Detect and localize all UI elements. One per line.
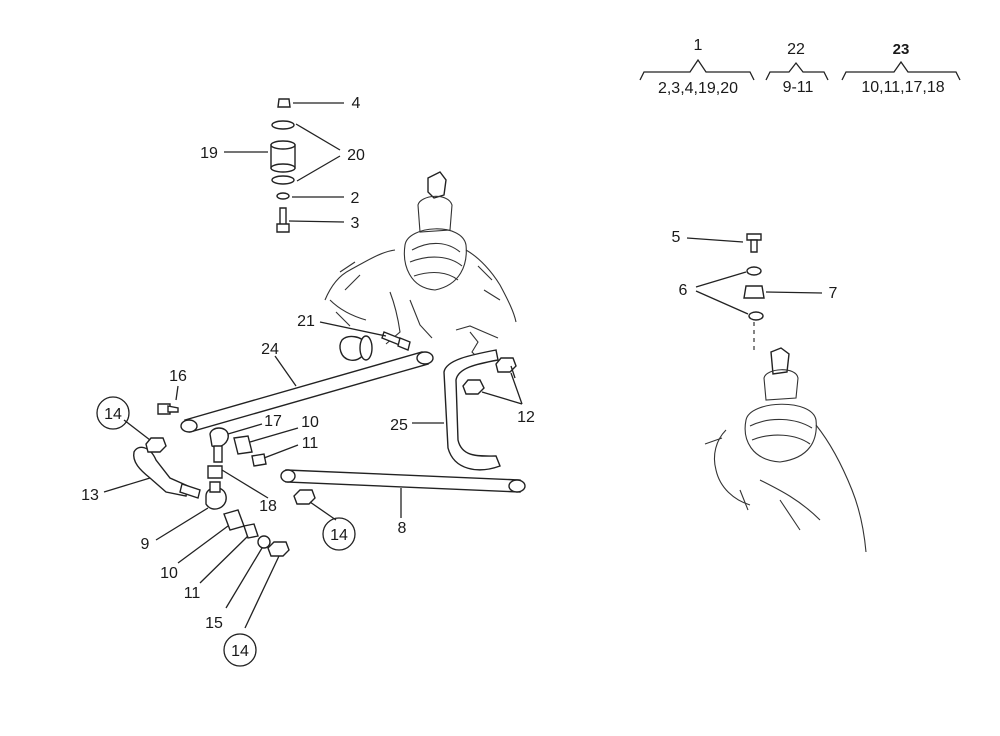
callout-13: 13 xyxy=(81,487,99,504)
part-11-spacer-lower xyxy=(243,523,259,539)
part-4-nut xyxy=(277,98,291,108)
legend-group-label: 23 xyxy=(893,41,910,58)
part-20-upper-washer xyxy=(271,120,295,130)
callout-14-circle xyxy=(223,633,257,667)
callout-18: 18 xyxy=(259,498,277,515)
callout-9: 9 xyxy=(141,536,150,553)
legend-brace xyxy=(639,58,755,81)
part-2-washer xyxy=(276,192,290,200)
part-10-bushing-upper xyxy=(233,435,253,455)
callout-4: 4 xyxy=(352,95,361,112)
callout-20: 20 xyxy=(347,147,365,164)
callout-17: 17 xyxy=(264,413,282,430)
callout-12: 12 xyxy=(517,409,535,426)
legend-group-label: 22 xyxy=(787,41,805,58)
part-11-spacer-upper xyxy=(251,453,267,467)
legend-group-1: 1 2,3,4,19,20 xyxy=(639,37,755,97)
callout-14-circle xyxy=(322,517,356,551)
part-13-lever xyxy=(133,446,189,497)
callout-24: 24 xyxy=(261,341,279,358)
callout-14: 14 xyxy=(330,527,348,544)
callout-7: 7 xyxy=(829,285,838,302)
part-14-nut-upper xyxy=(145,437,167,453)
legend-brace xyxy=(765,61,829,81)
leader-lines xyxy=(103,102,823,629)
selector-shaft-sketch xyxy=(704,233,867,553)
callout-11: 11 xyxy=(302,435,319,452)
legend-group-23: 23 10,11,17,18 xyxy=(841,41,961,96)
gearbox-housing-sketch xyxy=(324,171,517,361)
legend-group-label: 1 xyxy=(694,37,703,54)
part-6-lower-washer xyxy=(748,311,764,321)
callout-11: 11 xyxy=(184,585,201,602)
part-14-nut-middle xyxy=(293,489,316,505)
callout-14-circle xyxy=(96,396,130,430)
part-12-nut-lower xyxy=(462,379,485,395)
part-16-bolt xyxy=(157,403,171,415)
callout-5: 5 xyxy=(672,229,681,246)
callout-15: 15 xyxy=(205,615,223,632)
legend-group-members: 10,11,17,18 xyxy=(861,79,944,96)
callout-14: 14 xyxy=(231,643,249,660)
legend-group-members: 2,3,4,19,20 xyxy=(658,80,738,97)
callout-labels: 4 19 20 2 3 5 6 7 21 24 16 14 17 10 11 2… xyxy=(81,95,837,660)
part-8-lower-rod xyxy=(285,469,521,493)
legend-group-members: 9-11 xyxy=(783,79,814,96)
part-14-nut-lower xyxy=(267,541,290,557)
callout-25: 25 xyxy=(390,417,408,434)
legend-brace xyxy=(841,60,961,81)
part-6-upper-washer xyxy=(746,266,762,276)
callout-14: 14 xyxy=(104,406,122,423)
callout-21: 21 xyxy=(297,313,315,330)
part-15-washer xyxy=(257,535,271,549)
part-5-bolt-head xyxy=(746,233,762,241)
part-20-lower-washer xyxy=(271,175,295,185)
callout-6: 6 xyxy=(679,282,688,299)
part-17-ball-joint xyxy=(209,427,229,448)
callout-16: 16 xyxy=(169,368,187,385)
callout-3: 3 xyxy=(351,215,360,232)
callout-10: 10 xyxy=(160,565,178,582)
legend-group-22: 22 9-11 xyxy=(765,41,829,96)
callout-19: 19 xyxy=(200,145,218,162)
callout-8: 8 xyxy=(398,520,407,537)
callout-2: 2 xyxy=(351,190,360,207)
linkage-parts xyxy=(133,331,526,557)
part-7-clamp xyxy=(743,285,765,299)
part-25-bracket xyxy=(443,349,501,471)
callout-10: 10 xyxy=(301,414,319,431)
part-12-nut-upper xyxy=(495,357,517,373)
part-18-nut xyxy=(207,465,223,479)
bushing-assembly-parts xyxy=(270,98,296,233)
